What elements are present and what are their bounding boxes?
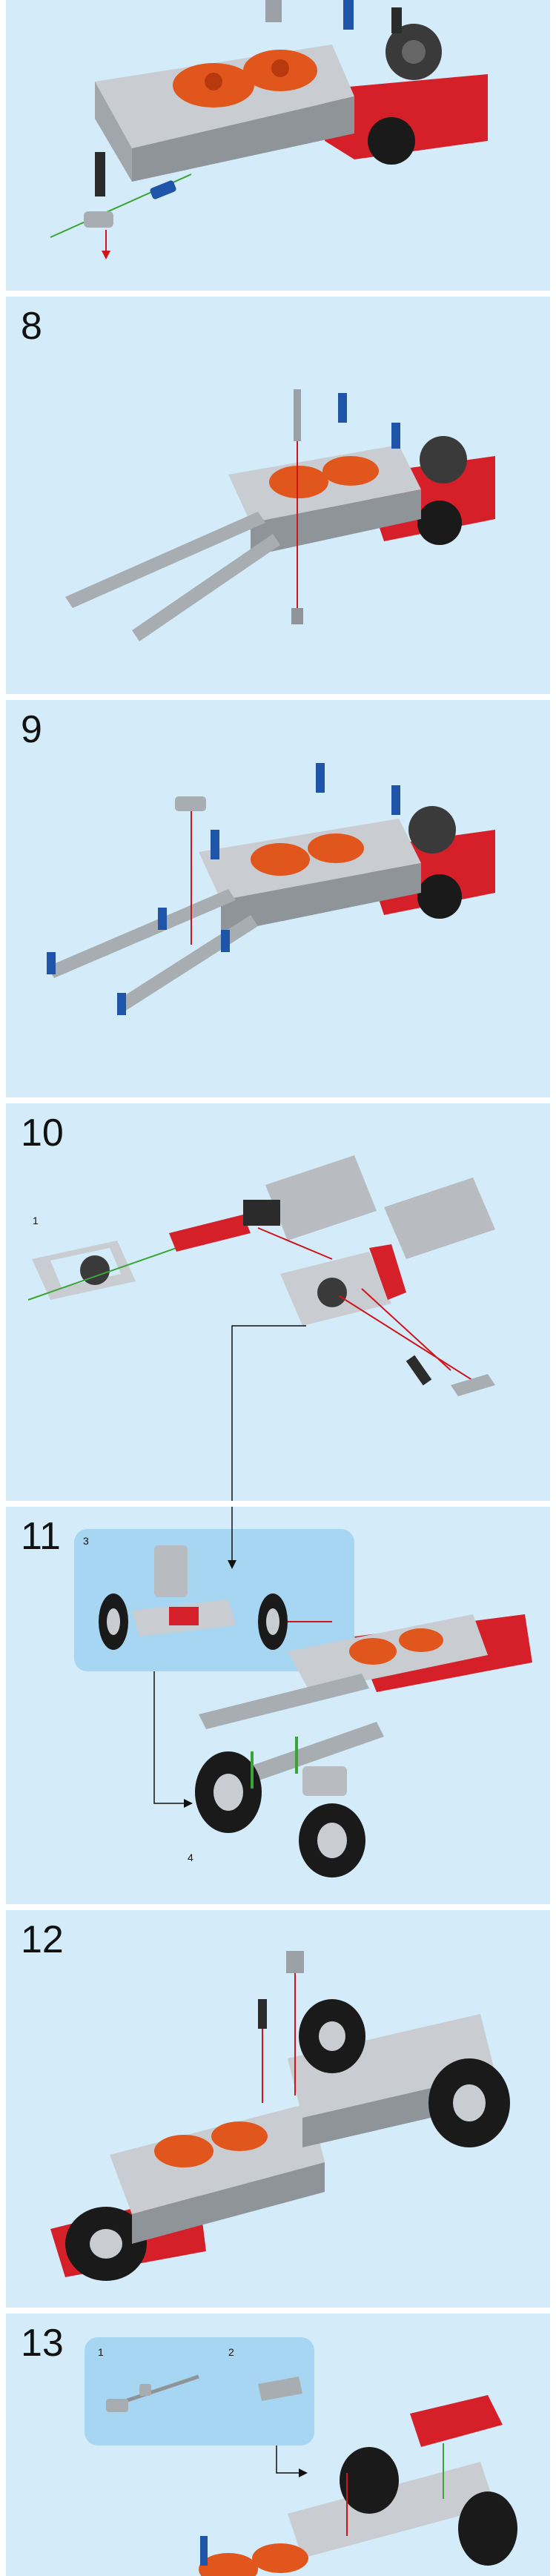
- step-8-panel: 8: [6, 297, 550, 694]
- sub-step-label: 2: [228, 2346, 234, 2358]
- step-9-panel: 9: [6, 700, 550, 1097]
- step-11-panel: 11 3 4: [6, 1507, 550, 1904]
- step-10-illustration: [27, 1155, 495, 1501]
- sub-step-label: 3: [83, 1535, 89, 1547]
- motor-icon: [154, 1545, 188, 1597]
- step-7-illustration: [50, 0, 488, 260]
- step-13-illustration: [106, 2374, 517, 2576]
- sub-step-label: 1: [33, 1215, 39, 1226]
- connector-icon: [84, 211, 113, 228]
- step-number: 8: [21, 305, 42, 348]
- red-base-icon: [325, 74, 488, 159]
- step-number: 9: [21, 708, 42, 751]
- blue-pin-icon: [343, 0, 354, 30]
- beam-icon: [65, 512, 265, 608]
- motor-icon: [265, 1155, 377, 1241]
- step-13-panel: 13 1 2: [6, 2314, 550, 2576]
- step-11-illustration: [99, 1507, 532, 1877]
- flow-arrow-icon: [231, 1325, 306, 1501]
- step-8-illustration: [65, 389, 495, 641]
- gear-icon: [80, 1255, 110, 1285]
- sub-step-label: 1: [98, 2346, 104, 2358]
- step-number: 10: [21, 1112, 64, 1155]
- step-12-illustration: [50, 1951, 510, 2281]
- sub-step-label: 4: [188, 1852, 193, 1863]
- step-9-illustration: [47, 763, 495, 1015]
- step-number: 12: [21, 1918, 64, 1961]
- step-7-panel: [6, 0, 550, 291]
- step-12-panel: 12: [6, 1910, 550, 2308]
- step-10-panel: 10 1 2: [6, 1103, 550, 1501]
- wheel-icon: [368, 117, 415, 165]
- step-number: 11: [21, 1515, 61, 1558]
- step-number: 13: [21, 2322, 64, 2365]
